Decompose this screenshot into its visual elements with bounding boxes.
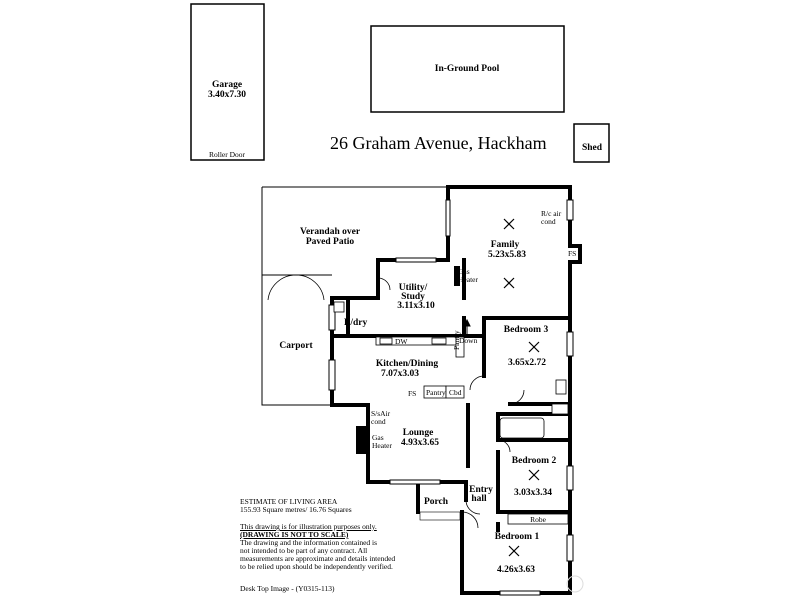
fs-kitchen-label: FS (408, 389, 417, 398)
family-size: 5.23x5.83 (488, 250, 526, 260)
laundry-tub (333, 301, 345, 313)
robe-box (507, 513, 569, 525)
footer-image-id: Desk Top Image - (Y0315-113) (240, 584, 335, 593)
gas-heater-lounge-2: Heater (372, 441, 392, 450)
disclaimer-line-6: to be relied upon should be independentl… (240, 562, 393, 571)
carport-label: Carport (279, 341, 313, 351)
garage-label: Garage (211, 80, 243, 90)
cbd-label: Cbd (449, 388, 462, 397)
down-arrow (463, 318, 471, 334)
pantry-vertical-label: Pantry (452, 330, 461, 350)
pool-outline (370, 25, 565, 113)
door-swings (377, 277, 525, 529)
carport-gate (267, 274, 325, 301)
verandah-label-2: Paved Patio (305, 237, 355, 247)
vanity (551, 403, 569, 415)
ldry-label: L/dry (344, 318, 368, 328)
area-heading: ESTIMATE OF LIVING AREA (240, 497, 338, 506)
garage-outline (190, 3, 265, 161)
down-label: Down (459, 336, 478, 345)
shed-outline (573, 123, 610, 163)
rc-air-label-1: R/c air (541, 209, 562, 218)
ceiling-fans (503, 218, 540, 557)
verandah-label-1: Verandah over (299, 227, 361, 237)
gas-heater-family-1: Gas (458, 267, 470, 276)
area-value: 155.93 Square metres/ 16.76 Squares (240, 505, 352, 514)
gas-heater-lounge-1: Gas (372, 433, 384, 442)
address-title: 26 Graham Avenue, Hackham (330, 133, 547, 153)
gas-heater-family-2: Heater (458, 275, 478, 284)
ssaircond-label-2: cond (371, 417, 386, 426)
kitchen-label: Kitchen/Dining (375, 359, 439, 369)
toilet (555, 379, 567, 395)
pantry-label: Pantry (426, 388, 446, 397)
ssaircond-label-1: S/sAir (371, 409, 391, 418)
disclaimer-line-4: not intended to be part of any contract.… (240, 546, 368, 555)
pool-label: In-Ground Pool (434, 64, 500, 74)
kitchen-fixtures (375, 336, 465, 399)
compass-watermark (566, 575, 584, 593)
utility-label-1: Utility/ (398, 283, 428, 293)
porch-step (419, 511, 461, 521)
fs-family-label: FS (568, 249, 577, 258)
robe-label: Robe (530, 515, 546, 524)
porch-label: Porch (423, 497, 449, 507)
entry-label-2: hall (471, 494, 487, 504)
rc-air-label-2: cond (541, 217, 556, 226)
disclaimer-line-5: measurements are approximate and details… (240, 554, 396, 563)
dw-label: DW (395, 337, 408, 346)
bedroom1-size: 4.26x3.63 (497, 565, 535, 575)
bedroom2-label: Bedroom 2 (511, 456, 557, 466)
lounge-size: 4.93x3.65 (401, 438, 439, 448)
disclaimer-line-1: This drawing is for illustration purpose… (240, 522, 377, 531)
family-label: Family (490, 240, 520, 250)
lounge-heater-block (356, 426, 368, 454)
utility-label-2: Study (401, 292, 425, 302)
utility-size: 3.11x3.10 (397, 301, 435, 311)
kitchen-size: 7.07x3.03 (381, 369, 419, 379)
bathtub (499, 417, 545, 439)
family-heater-block (454, 266, 460, 286)
garage-door-label: Roller Door (208, 150, 246, 159)
shed-label: Shed (581, 143, 603, 153)
bedroom3-label: Bedroom 3 (503, 325, 549, 335)
entry-label-1: Entry (469, 485, 493, 495)
lounge-label: Lounge (402, 428, 434, 438)
disclaimer-line-3: The drawing and the information containe… (240, 538, 378, 547)
windows (328, 199, 574, 596)
bedroom3-size: 3.65x2.72 (508, 358, 546, 368)
bedroom2-size: 3.03x3.34 (514, 488, 552, 498)
garage-size: 3.40x7.30 (208, 90, 246, 100)
bedroom1-label: Bedroom 1 (494, 532, 540, 542)
disclaimer-line-2: (DRAWING IS NOT TO SCALE) (240, 530, 349, 539)
